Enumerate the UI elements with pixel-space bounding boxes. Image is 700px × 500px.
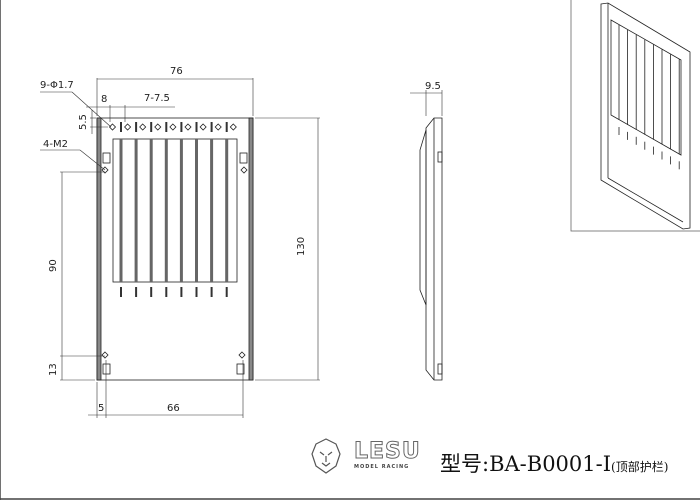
side-view [419,117,443,381]
thread-hole-marker [238,351,246,359]
thread-hole-marker [101,166,109,174]
lion-logo-icon [311,438,341,474]
hole-marker [214,123,222,131]
dim-hole-callout: 9-Φ1.7 [40,80,74,91]
model-note: (顶部护栏) [611,460,669,474]
dimension-lines [40,78,443,418]
hole-marker [184,123,192,131]
bottom-slot [195,287,198,297]
bottom-slot [120,287,122,297]
bar [179,139,183,282]
bottom-slot [135,287,138,297]
model-number: 型号:BA-B0001-I [440,452,612,476]
dim-hole-vertical: 90 [48,259,59,272]
bar [119,139,123,282]
top-slot [180,122,183,132]
thread-hole-marker [101,351,109,359]
bottom-slot [180,287,183,297]
bar [149,139,153,282]
top-slot [195,122,198,132]
left-rail [96,117,102,381]
hole-marker [199,123,207,131]
dim-hole-horizontal: 66 [167,403,180,414]
bottom-slot [225,287,228,297]
brand-name: LESU [354,439,421,464]
window [112,138,238,283]
model-title: 型号:BA-B0001-I(顶部护栏) [440,448,668,478]
bottom-slot [210,287,213,297]
dim-bottom-offset: 13 [48,363,59,376]
dim-left-offset: 5 [98,403,104,414]
hole-marker [229,123,237,131]
hole-marker [139,123,147,131]
right-rail [248,117,254,381]
top-slot [165,122,168,132]
bar [134,139,138,282]
thread-hole-marker [240,166,248,174]
bar [195,139,198,282]
dim-top-offset: 5.5 [78,114,89,130]
clip-br [236,363,245,375]
top-slot [135,122,138,132]
bar [225,139,229,282]
dim-height-total: 130 [296,237,307,256]
hole-marker [154,123,162,131]
top-slot [210,122,213,132]
brand-subtitle: MODEL RACING [354,464,410,470]
clip-tl [102,152,111,164]
hole-marker [169,123,177,131]
bottom-slot [165,287,168,297]
hole-marker [108,123,117,131]
front-view [96,117,254,381]
top-slot [150,122,153,132]
isometric-view [570,0,700,232]
dim-width-total: 76 [170,66,183,77]
hole-marker [124,123,132,131]
dim-slot-pitch: 7-7.5 [144,93,170,104]
clip-tr [239,152,248,164]
dim-thread-callout: 4-M2 [43,139,68,150]
brand-logo: LESU MODEL RACING [354,439,421,470]
dim-hole-offset: 8 [101,94,107,105]
bar [210,139,214,282]
clip-bl [102,363,111,375]
top-slot [225,122,228,132]
dim-thickness: 9.5 [425,81,441,92]
bottom-slot [150,287,153,297]
bar [164,139,168,282]
top-slot [120,122,122,132]
